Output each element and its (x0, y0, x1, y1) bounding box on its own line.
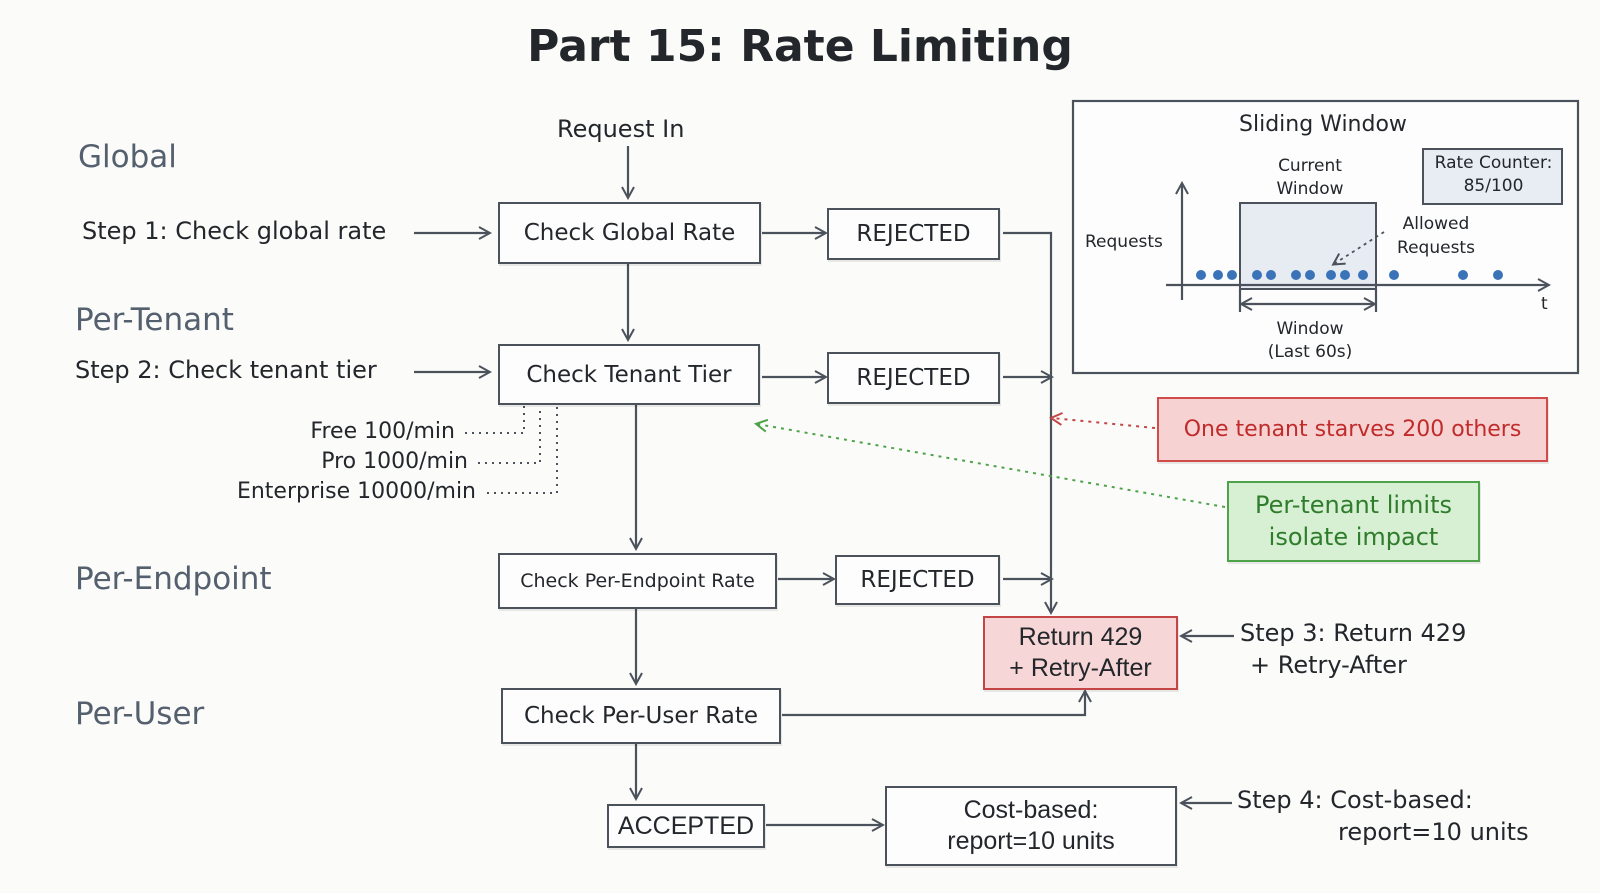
tier-global-label: Global (78, 139, 177, 175)
request-dot (1266, 270, 1276, 280)
step4-label-line1: Step 4: Cost-based: (1237, 786, 1473, 814)
leader-enterprise (487, 406, 558, 494)
request-dot (1340, 270, 1350, 280)
check-user-rate-text: Check Per-User Rate (523, 703, 759, 729)
request-dot (1493, 270, 1503, 280)
return-429-line1: Return 429 (1018, 622, 1143, 651)
step4-label-line2: report=10 units (1338, 818, 1529, 846)
current-window-line2: Window (1276, 179, 1344, 199)
isolate-note-line1: Per-tenant limits (1254, 491, 1452, 520)
check-tenant-tier-text: Check Tenant Tier (526, 361, 732, 388)
request-dot (1213, 270, 1223, 280)
page-title: Part 15: Rate Limiting (527, 21, 1073, 72)
check-endpoint-rate-box: Check Per-Endpoint Rate (498, 553, 777, 609)
return-429-line2: + Retry-After (1009, 654, 1152, 682)
rejected-endpoint-text: REJECTED (860, 567, 975, 593)
rejected-global-box: REJECTED (827, 208, 1000, 260)
starve-note-text: One tenant starves 200 others (1183, 417, 1522, 442)
rate-counter-line2: 85/100 (1463, 176, 1524, 196)
sliding-window-title: Sliding Window (1239, 112, 1407, 137)
current-window-line1: Current (1278, 156, 1342, 176)
isolate-note-box: Per-tenant limits isolate impact (1227, 481, 1480, 562)
rejected-tenant-box: REJECTED (827, 352, 1000, 404)
request-dot (1305, 270, 1315, 280)
rate-counter-line1: Rate Counter: (1434, 153, 1553, 173)
step3-label-line2: + Retry-After (1250, 651, 1407, 679)
y-axis-label: Requests (1085, 232, 1163, 252)
x-axis-label: t (1541, 294, 1548, 314)
request-dot (1326, 270, 1336, 280)
check-user-rate-box: Check Per-User Rate (501, 688, 781, 744)
tier-user-label: Per-User (75, 696, 205, 732)
request-dot (1458, 270, 1468, 280)
limit-free-label: Free 100/min (310, 419, 455, 444)
request-dot (1196, 270, 1206, 280)
accepted-box: ACCEPTED (607, 804, 765, 848)
limit-pro-label: Pro 1000/min (321, 449, 468, 474)
rate-counter-box (1422, 148, 1563, 205)
request-dot (1291, 270, 1301, 280)
allowed-line2: Requests (1397, 238, 1475, 258)
wire-user-to-429 (782, 692, 1085, 717)
check-global-rate-text: Check Global Rate (523, 220, 736, 246)
rejected-tenant-text: REJECTED (856, 365, 971, 391)
tier-endpoint-label: Per-Endpoint (75, 561, 272, 597)
step1-label: Step 1: Check global rate (82, 217, 387, 245)
starve-note-box: One tenant starves 200 others (1157, 397, 1548, 462)
step3-label-line1: Step 3: Return 429 (1240, 619, 1467, 647)
rejected-global-text: REJECTED (856, 221, 971, 247)
limit-enterprise-label: Enterprise 10000/min (236, 479, 476, 504)
step2-label: Step 2: Check tenant tier (75, 356, 377, 384)
request-dot (1358, 270, 1368, 280)
check-global-rate-box: Check Global Rate (498, 202, 761, 264)
request-dot (1252, 270, 1262, 280)
cost-based-box: Cost-based: report=10 units (885, 786, 1177, 866)
request-dot (1389, 270, 1399, 280)
isolate-note-line2: isolate impact (1268, 522, 1439, 551)
request-dot (1227, 270, 1237, 280)
cost-based-line1: Cost-based: (963, 795, 1099, 824)
accepted-text: ACCEPTED (617, 811, 755, 840)
window-span-line2: (Last 60s) (1267, 342, 1353, 362)
cost-based-line2: report=10 units (947, 827, 1115, 855)
check-tenant-tier-box: Check Tenant Tier (498, 344, 760, 405)
pointer-starve (1052, 418, 1156, 429)
window-span-line1: Window (1276, 319, 1344, 339)
allowed-line1: Allowed (1402, 214, 1470, 234)
leader-free (465, 406, 525, 434)
pointer-isolate (757, 424, 1226, 508)
return-429-box: Return 429 + Retry-After (983, 616, 1178, 690)
leader-pro (478, 406, 541, 464)
check-endpoint-rate-text: Check Per-Endpoint Rate (520, 570, 755, 592)
tier-tenant-label: Per-Tenant (75, 302, 234, 338)
wire-rejected-collector (1003, 231, 1051, 612)
allowed-pointer (1334, 231, 1385, 264)
rejected-endpoint-box: REJECTED (835, 555, 1000, 605)
request-in-label: Request In (557, 115, 685, 143)
request-dots (1196, 270, 1503, 280)
